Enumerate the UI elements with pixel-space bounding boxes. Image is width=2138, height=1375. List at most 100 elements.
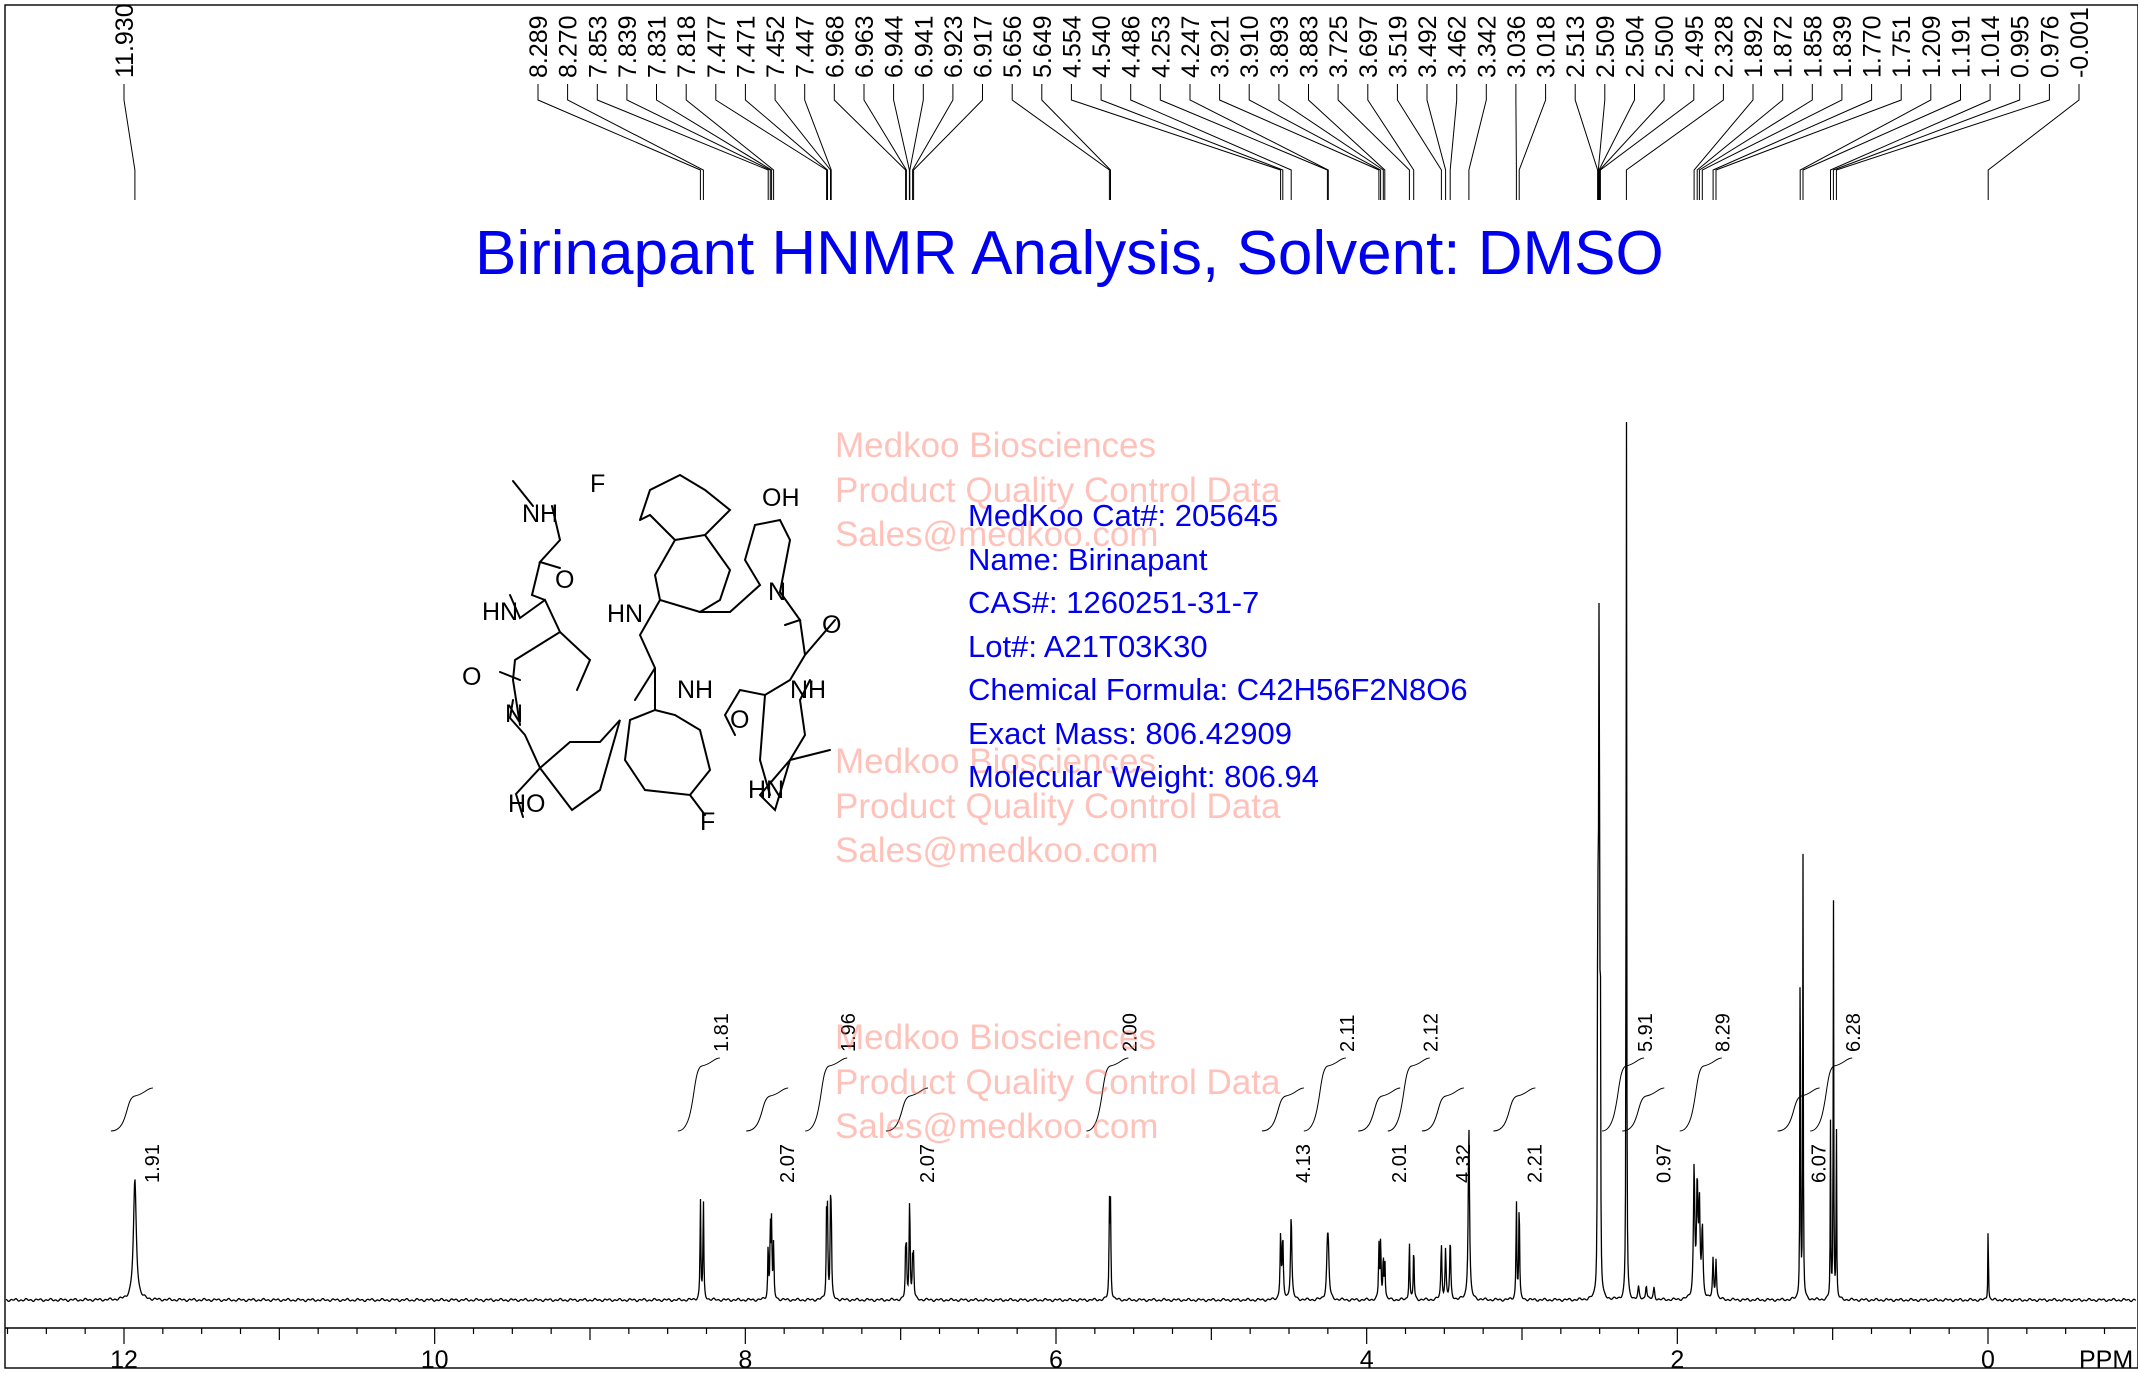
integral-label: 0.97 (1653, 1144, 1675, 1183)
peak-label-leader (1696, 84, 1784, 200)
x-tick-label: 12 (110, 1346, 138, 1374)
watermark-line: Medkoo Biosciences (835, 426, 1156, 465)
peak-label: 7.831 (644, 15, 672, 78)
peak-label-leader (1337, 84, 1410, 200)
watermark-line: Sales@medkoo.com (835, 515, 1159, 554)
peak-label-leader (1426, 84, 1447, 200)
peak-label: 4.486 (1118, 15, 1146, 78)
peak-label: 2.513 (1562, 15, 1590, 78)
peak-label: 8.289 (525, 15, 553, 78)
x-tick-label: 6 (1049, 1346, 1063, 1374)
peak-label: 1.770 (1859, 15, 1887, 78)
peak-label: 4.540 (1088, 15, 1116, 78)
peak-label-leader (1830, 84, 1991, 200)
integral-curve (1261, 1087, 1304, 1132)
integral-label: 5.91 (1635, 1013, 1657, 1052)
atom-label-f-bottom: F (700, 808, 715, 836)
info-exact-mass: Exact Mass: 806.42909 (968, 715, 1292, 751)
integral-label: 4.13 (1293, 1144, 1315, 1183)
atom-label-o-4: O (730, 706, 749, 734)
integral-label: 2.21 (1524, 1144, 1546, 1183)
atom-label-hn-2: HN (607, 600, 643, 628)
peak-label-leader (1597, 84, 1606, 200)
compound-info: MedKoo Cat#: 205645 Name: Birinapant CAS… (968, 494, 1468, 799)
peak-label: 3.725 (1325, 15, 1353, 78)
peak-label-leader (893, 84, 910, 200)
peak-label-leader (596, 84, 769, 200)
integral-label: 6.28 (1843, 1013, 1865, 1052)
integral-curve (1679, 1057, 1722, 1132)
info-formula: Chemical Formula: C42H56F2N8O6 (968, 672, 1468, 707)
peak-label: 7.853 (584, 15, 612, 78)
watermark-line: Medkoo Biosciences (835, 1018, 1156, 1057)
x-tick-label: 4 (1360, 1346, 1374, 1374)
peak-label-leader (909, 84, 924, 200)
x-tick-label: 10 (421, 1346, 449, 1374)
integral-curve (1358, 1087, 1401, 1132)
peak-label-leader (1712, 84, 1873, 200)
peak-label: 2.495 (1681, 15, 1709, 78)
integral-curve (1387, 1057, 1430, 1132)
peak-label-leader (537, 84, 701, 200)
peak-label: 4.554 (1058, 15, 1086, 78)
x-tick-label: 0 (1981, 1346, 1995, 1374)
peak-label: 8.270 (555, 15, 583, 78)
plot-frame (4, 4, 2138, 1369)
peak-label-leader (1367, 84, 1415, 200)
peak-label: 7.839 (614, 15, 642, 78)
peak-label: 1.892 (1740, 15, 1768, 78)
watermark-line: Medkoo Biosciences (835, 742, 1156, 781)
peak-label: 7.477 (703, 15, 731, 78)
peak-label: 1.872 (1770, 15, 1798, 78)
atom-label-o-2: O (462, 663, 481, 691)
x-axis-label: PPM (2079, 1346, 2133, 1374)
peak-label: 5.656 (999, 15, 1027, 78)
peak-label: 6.941 (910, 15, 938, 78)
info-cas: CAS#: 1260251-31-7 (968, 585, 1260, 620)
peak-label: 3.697 (1355, 15, 1383, 78)
peak-label-leader (1159, 84, 1328, 200)
peak-label-leader (1518, 84, 1547, 200)
peak-label: 3.036 (1503, 15, 1531, 78)
peak-label-leader (1041, 84, 1111, 200)
peak-label-leader (1987, 84, 2080, 200)
peak-label-leader (804, 84, 832, 200)
peak-label: 3.462 (1444, 15, 1472, 78)
integral-curve (1622, 1087, 1665, 1132)
peak-label-leader (1449, 84, 1458, 200)
integral-label: 2.11 (1337, 1015, 1359, 1052)
peak-label-leader (1070, 84, 1282, 200)
atom-label-hn-3: HN (748, 776, 784, 804)
watermark-block-3: Medkoo Biosciences Product Quality Contr… (835, 1016, 1280, 1150)
peak-label-leader (685, 84, 775, 200)
peak-label-leader (913, 84, 983, 200)
atom-label-ho: HO (508, 790, 546, 818)
integral-curve (1421, 1087, 1464, 1132)
watermark-block-2: Medkoo Biosciences Product Quality Contr… (835, 740, 1280, 874)
peak-label-leader (567, 84, 704, 200)
peak-label-leader (656, 84, 773, 200)
peak-label: 7.471 (732, 15, 760, 78)
peak-label: 0.995 (2007, 15, 2035, 78)
peak-label: 7.818 (673, 15, 701, 78)
peak-label-leader (1308, 84, 1386, 200)
watermark-line: Product Quality Control Data (835, 470, 1281, 510)
peak-label-leader (744, 84, 828, 200)
peak-label: 3.492 (1414, 15, 1442, 78)
peak-label: 2.509 (1592, 15, 1620, 78)
peak-label: 3.910 (1236, 15, 1264, 78)
peak-label: 11.930 (111, 3, 139, 78)
watermark-line: Product Quality Control Data (835, 1062, 1281, 1102)
x-tick-label: 2 (1670, 1346, 1684, 1374)
peak-label: 1.014 (1977, 15, 2005, 78)
integral-label: 2.07 (777, 1144, 799, 1183)
peak-label: 1.209 (1918, 15, 1946, 78)
peak-label-leader (1396, 84, 1442, 200)
peak-label-leader (1802, 84, 1961, 200)
peak-label-leader (1598, 84, 1635, 200)
peak-label-leader (1698, 84, 1813, 200)
integral-curve (677, 1057, 720, 1132)
peak-label-leader (1835, 84, 2050, 200)
integral-curve (885, 1087, 929, 1132)
